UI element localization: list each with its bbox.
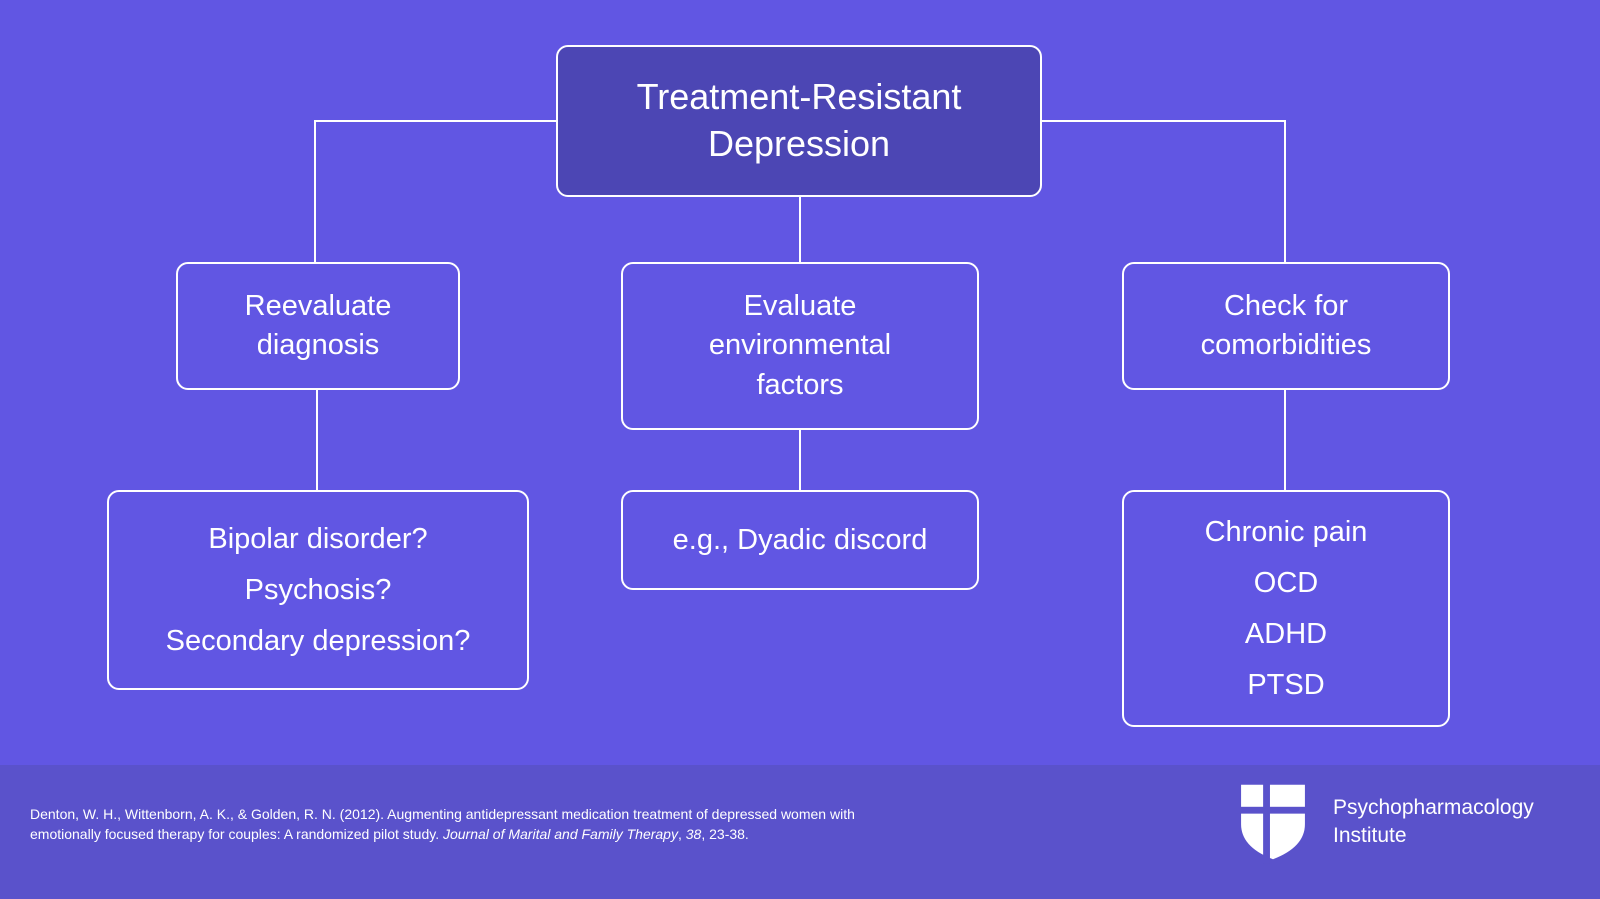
- detail-line: Chronic pain: [1204, 515, 1368, 548]
- connector-root-right-horizontal: [1042, 120, 1286, 122]
- citation-separator: ,: [677, 826, 686, 842]
- connector-root-center-vertical: [799, 197, 801, 262]
- node-label: Reevaluate diagnosis: [244, 289, 392, 361]
- footer-band: [0, 765, 1600, 899]
- node-label: Evaluate environmental factors: [708, 290, 892, 401]
- detail-line: Bipolar disorder?: [208, 522, 428, 555]
- citation-journal-title: Journal of Marital and Family Therapy: [442, 826, 678, 842]
- brand: Psychopharmacology Institute: [1235, 780, 1534, 864]
- node-reevaluate-diagnosis: Reevaluate diagnosis: [176, 262, 460, 390]
- detail-line: PTSD: [1247, 668, 1325, 701]
- citation-line2-normal: emotionally focused therapy for couples:…: [30, 826, 443, 842]
- connector-root-right-vertical: [1284, 120, 1286, 262]
- node-evaluate-environmental-factors: Evaluate environmental factors: [621, 262, 979, 430]
- node-diagnosis-examples: Bipolar disorder? Psychosis? Secondary d…: [107, 490, 529, 690]
- brand-name: Psychopharmacology Institute: [1333, 794, 1534, 851]
- node-label: Check for comorbidities: [1200, 289, 1372, 361]
- detail-line: Secondary depression?: [165, 624, 471, 657]
- root-node-label: Treatment-Resistant Depression: [636, 76, 962, 164]
- brand-name-line1: Psychopharmacology: [1333, 795, 1534, 819]
- shield-cross-icon: [1235, 780, 1311, 864]
- detail-line: ADHD: [1244, 617, 1328, 650]
- detail-line: e.g., Dyadic discord: [672, 523, 928, 556]
- connector-center-column-vertical: [799, 430, 801, 490]
- citation-line1: Denton, W. H., Wittenborn, A. K., & Gold…: [30, 806, 855, 822]
- node-comorbidity-examples: Chronic pain OCD ADHD PTSD: [1122, 490, 1450, 727]
- node-environmental-example: e.g., Dyadic discord: [621, 490, 979, 590]
- node-check-for-comorbidities: Check for comorbidities: [1122, 262, 1450, 390]
- connector-root-left-horizontal: [314, 120, 556, 122]
- brand-name-line2: Institute: [1333, 824, 1407, 847]
- detail-line: Psychosis?: [244, 573, 392, 606]
- citation-volume: 38: [685, 826, 702, 842]
- citation: Denton, W. H., Wittenborn, A. K., & Gold…: [30, 804, 930, 844]
- detail-line: OCD: [1253, 566, 1319, 599]
- node-treatment-resistant-depression: Treatment-Resistant Depression: [556, 45, 1042, 197]
- connector-right-column-vertical: [1284, 390, 1286, 490]
- connector-left-column-vertical: [316, 390, 318, 490]
- citation-tail: , 23-38.: [701, 826, 749, 842]
- connector-root-left-vertical: [314, 120, 316, 262]
